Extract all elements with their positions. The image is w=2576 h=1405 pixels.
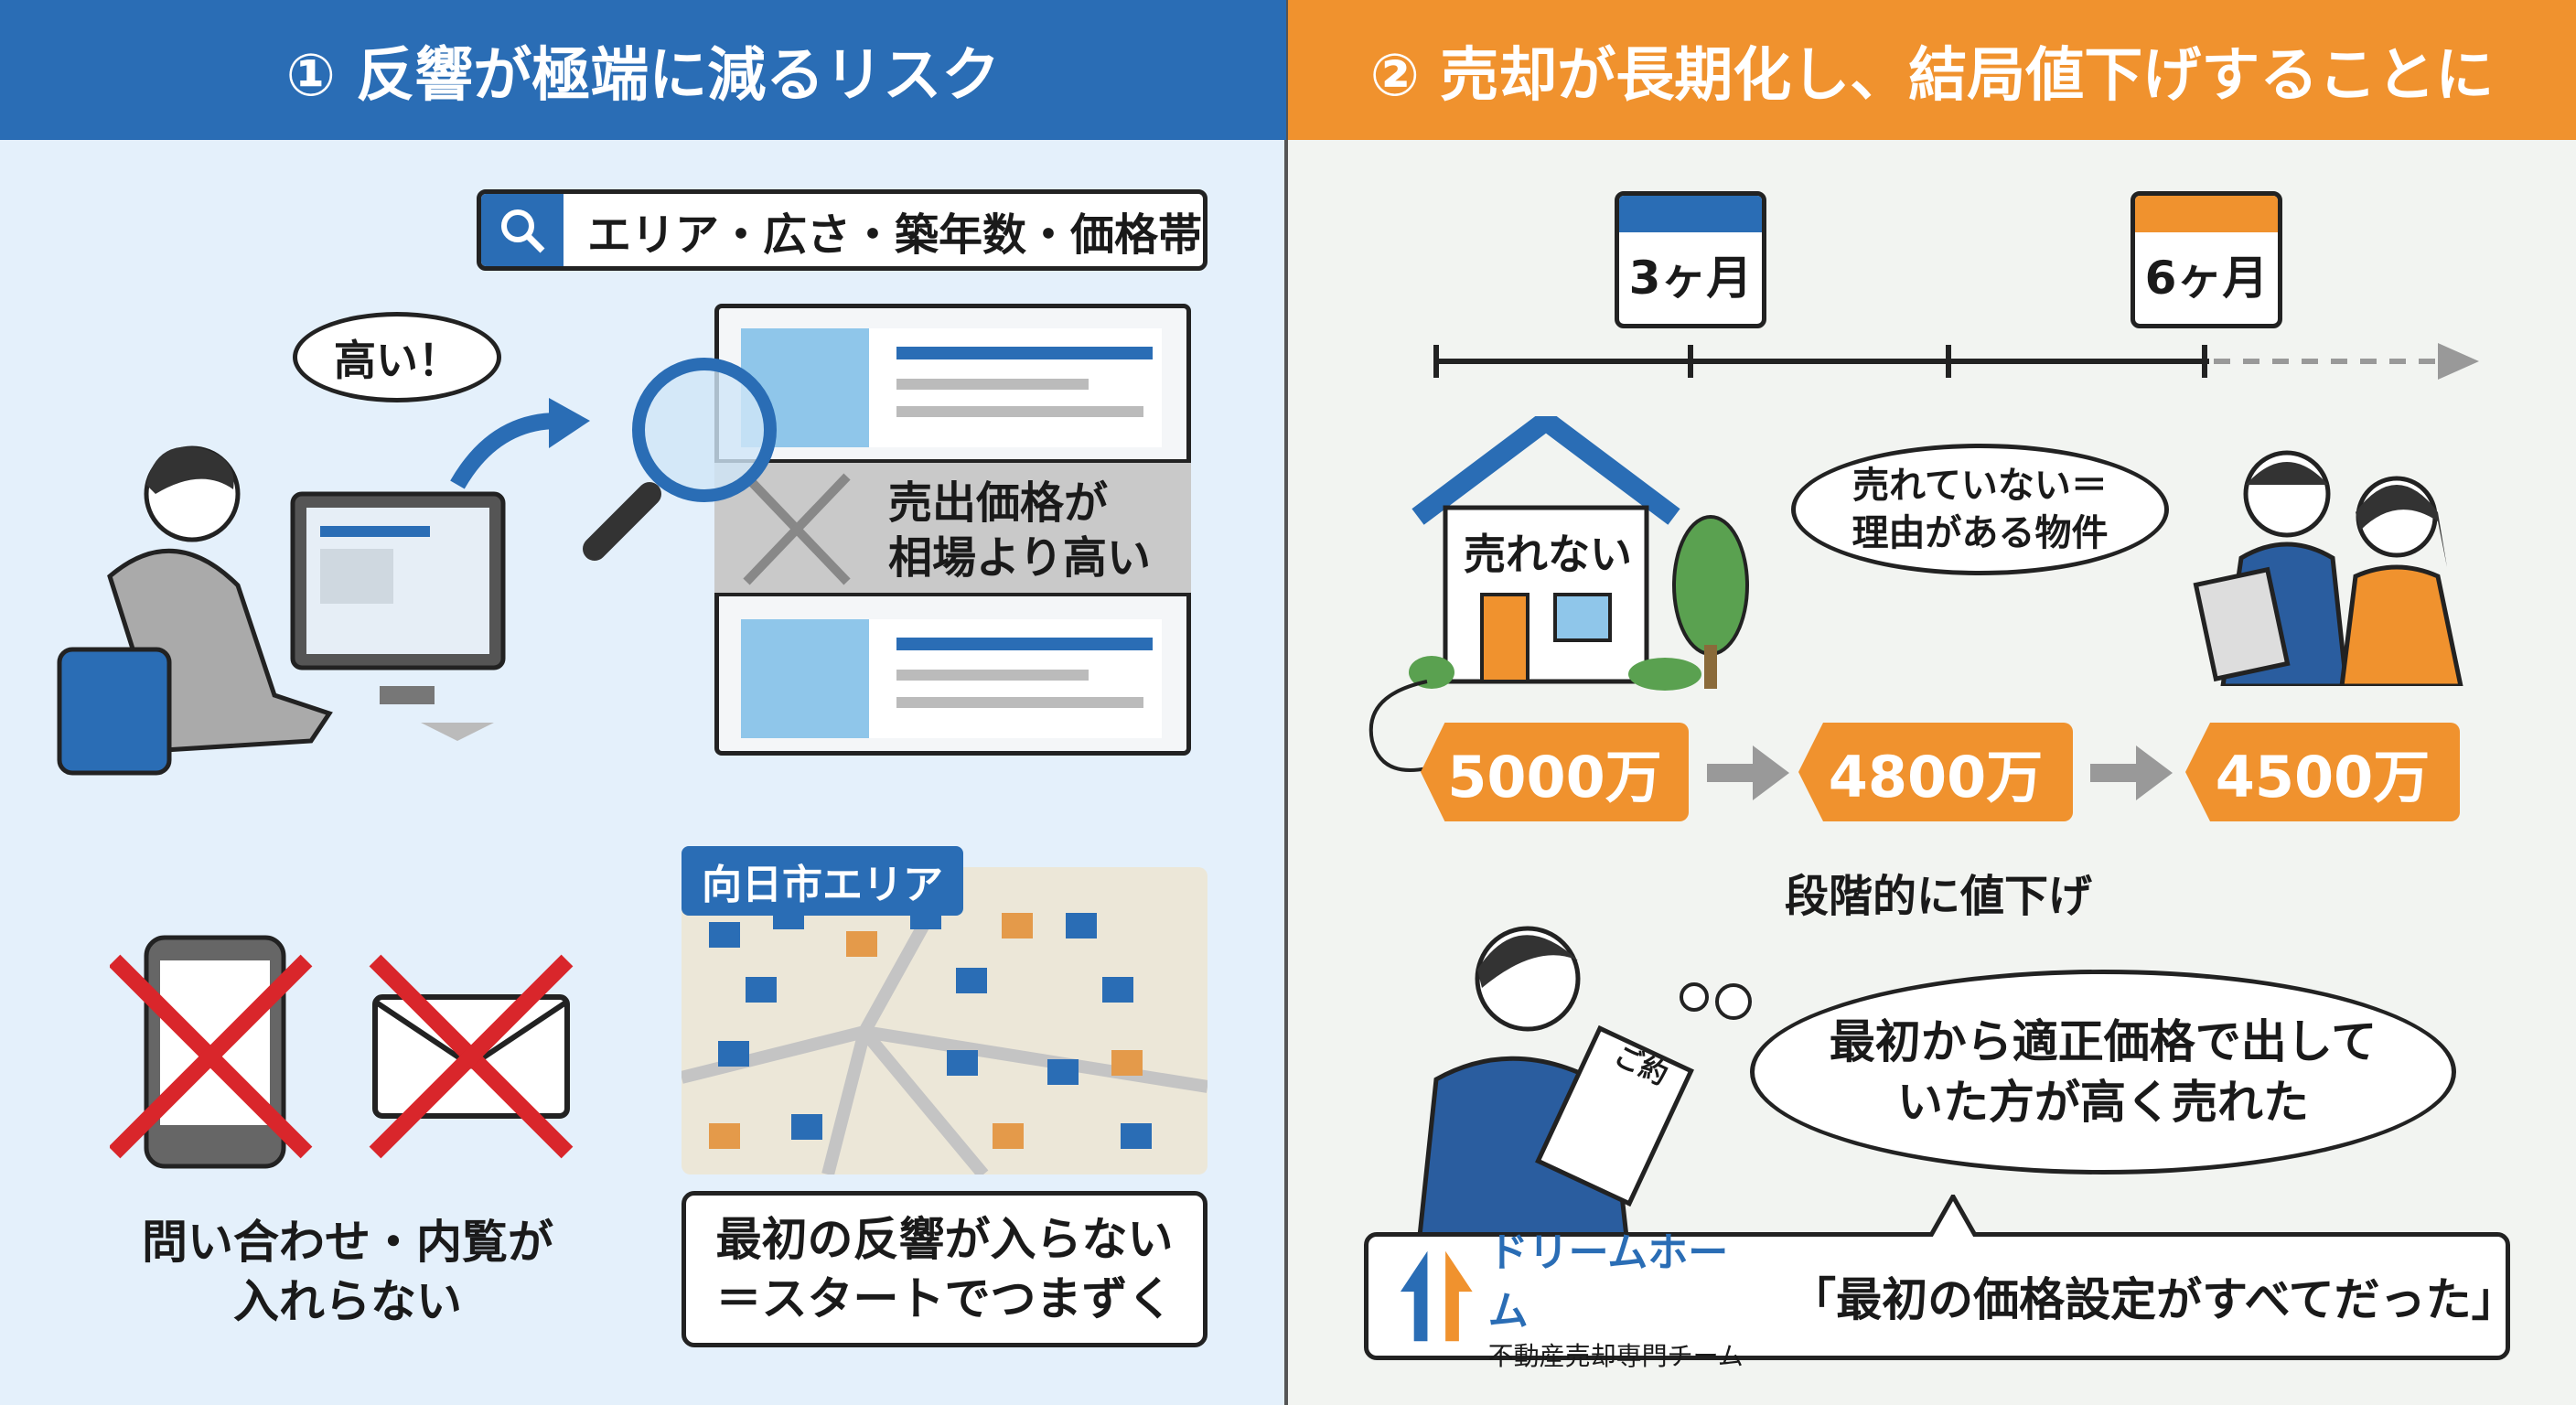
exclaim-bubble: 高い！	[293, 312, 501, 402]
timeline	[1433, 343, 2479, 380]
house-label: 売れない	[1464, 530, 1632, 579]
mail-crossed-icon	[369, 954, 574, 1159]
area-label: 向日市エリア	[682, 846, 963, 916]
bubble-text: 高い！	[334, 335, 460, 385]
price-caption: 段階的に値下げ	[1784, 871, 2092, 922]
listing-row	[741, 619, 1162, 738]
regret-thought-bubble: 最初から適正価格で出していた方が高く売れた	[1750, 970, 2456, 1174]
string-icon	[1368, 680, 1428, 772]
brand-quote-box: ドリームホーム 不動産売却専門チーム 「最初の価格設定がすべてだった」	[1364, 1229, 2517, 1371]
brand-subtitle: 不動産売却専門チーム	[1487, 1341, 1744, 1371]
left-header: ① 反響が極端に減るリスク	[0, 0, 1286, 140]
listing-row-overpriced: 売出価格が相場より高い	[714, 459, 1191, 596]
phone-crossed-icon	[110, 935, 313, 1169]
brand: ドリームホーム 不動産売却専門チーム	[1488, 1219, 1764, 1373]
quote-text: 「最初の価格設定がすべてだった」	[1790, 1273, 2517, 1326]
arrow-icon	[450, 398, 590, 489]
right-header: ② 売却が長期化し、結局値下げすることに	[1288, 0, 2576, 140]
contact-caption: 問い合わせ・内覧が入れらない	[142, 1216, 553, 1328]
price-tag-2: 4800万	[1798, 723, 2073, 821]
house-icon	[741, 619, 869, 738]
magnifier-icon	[583, 358, 777, 561]
calendar-3-months: 3ヶ月	[1615, 191, 1766, 328]
crossed-house-icon	[743, 473, 851, 585]
buyers-couple-illustration	[2193, 450, 2463, 686]
listing-panel: 売出価格が相場より高い	[714, 304, 1191, 756]
arrow-right-icon	[2090, 745, 2173, 800]
search-text: エリア・広さ・築年数・価格帯	[587, 209, 1203, 261]
bubble-pointer	[1930, 1195, 1976, 1237]
thought-dots	[1680, 982, 1752, 1020]
overpriced-text: 売出価格が相場より高い	[888, 477, 1152, 584]
result-box: 最初の反響が入らない＝スタートでつまずく	[682, 1191, 1208, 1347]
person-at-computer-illustration	[57, 445, 506, 776]
brand-name: ドリームホーム	[1487, 1229, 1729, 1335]
buyer-thought-bubble: 売れていない＝理由がある物件	[1791, 444, 2169, 575]
area-map	[682, 867, 1208, 1174]
search-bar[interactable]: エリア・広さ・築年数・価格帯	[477, 189, 1208, 271]
search-icon	[481, 194, 564, 266]
worried-seller-illustration	[1415, 926, 1694, 1253]
dream-home-logo-icon	[1400, 1250, 1473, 1342]
listing-row	[741, 328, 1162, 447]
divider	[1284, 0, 1288, 1405]
map-roads	[682, 867, 1208, 1174]
calendar-6-months: 6ヶ月	[2131, 191, 2282, 328]
price-tag-1: 5000万	[1421, 723, 1689, 821]
unsold-house-illustration	[1409, 416, 1749, 691]
arrow-right-icon	[1707, 745, 1789, 800]
price-tag-3: 4500万	[2185, 723, 2460, 821]
